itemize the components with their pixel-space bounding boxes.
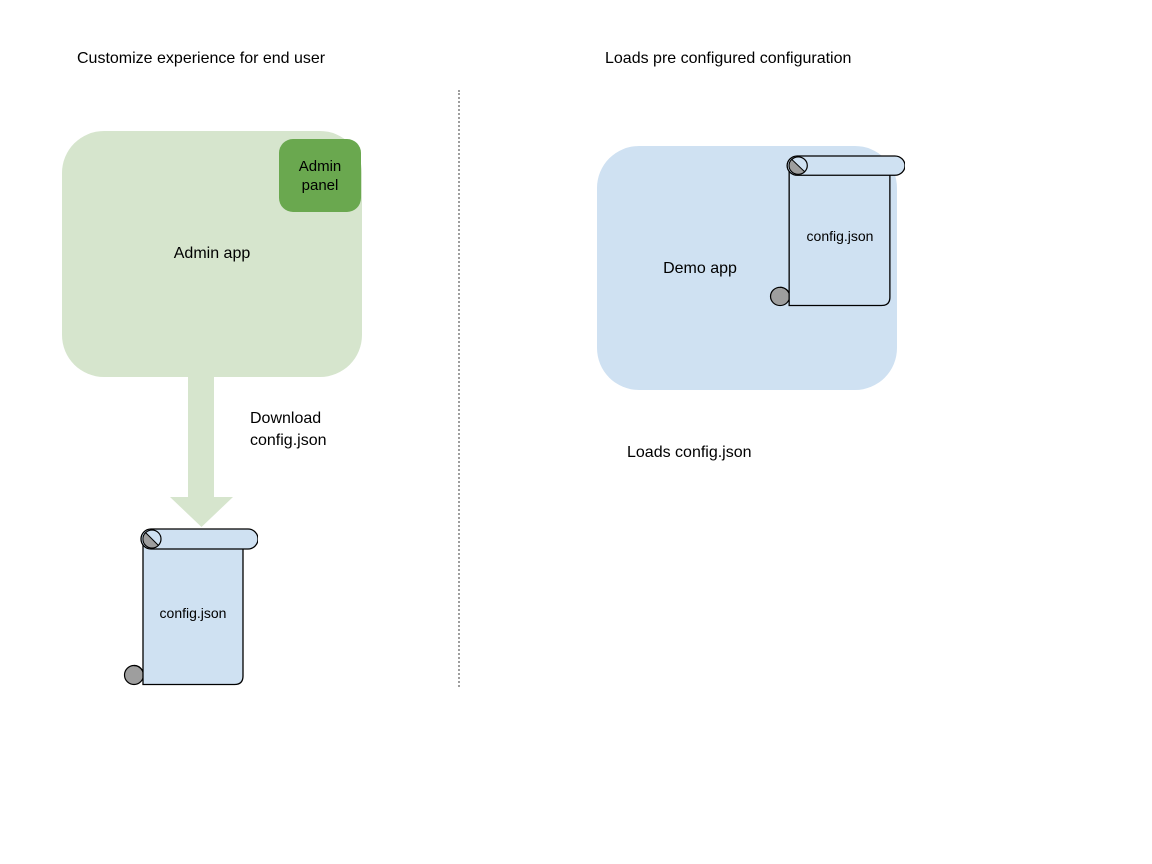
section-divider — [458, 90, 460, 687]
config-file-label: config.json — [159, 605, 227, 621]
admin-panel-badge-label: Admin panel — [298, 157, 342, 194]
down-arrow-icon — [170, 377, 233, 527]
download-caption: Download config.json — [250, 410, 327, 449]
left-section-title: Customize experience for end user — [77, 50, 326, 67]
download-arrow-icon — [170, 377, 233, 527]
admin-app-label: Admin app — [173, 245, 251, 262]
demo-app-label: Demo app — [663, 260, 737, 277]
right-section-title: Loads pre configured configuration — [605, 50, 852, 67]
loads-config-caption: Loads config.json — [627, 444, 752, 461]
admin-panel-badge: Admin panel — [279, 139, 361, 212]
config-file-label: config.json — [806, 228, 874, 244]
